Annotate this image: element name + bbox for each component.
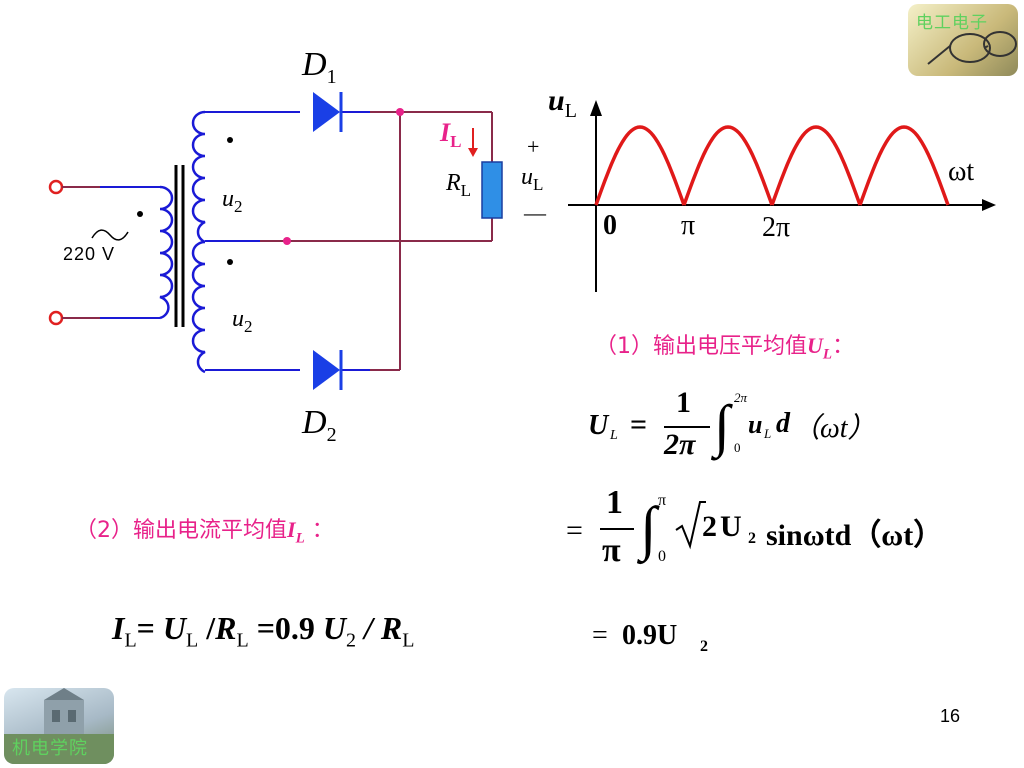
- waveform-half-cycle: [858, 125, 950, 206]
- waveform-half-cycle: [682, 125, 774, 206]
- tick-pi: π: [681, 210, 696, 241]
- school-badge: 机电学院: [4, 688, 114, 764]
- primary-winding: [159, 185, 174, 320]
- load-resistor: [481, 161, 503, 219]
- x-axis-label: ωt: [948, 156, 975, 187]
- polarity-dot: [137, 211, 143, 217]
- ac-source-icon: [91, 229, 129, 241]
- sqrt-sign: [675, 501, 706, 550]
- junction-dot: [396, 108, 404, 116]
- output-minus: —: [524, 200, 546, 225]
- section2-heading: （2）输出电流平均值IL ：: [75, 517, 334, 547]
- badge-title: 电工电子: [916, 13, 988, 33]
- integral-sign: ∫: [640, 495, 657, 561]
- diode-d1: [313, 92, 343, 132]
- formula-integral-expansion: = 1 π ∫ π 0 2 U 2 sinωtd（ωt）: [566, 484, 944, 569]
- waveform-half-cycle: [770, 125, 862, 206]
- secondary-winding-lower: [191, 240, 206, 374]
- load-label: RL: [446, 170, 472, 200]
- waveform-half-cycle: [594, 125, 686, 206]
- junction-dot: [283, 237, 291, 245]
- formula-average-voltage: U L = 1 2π ∫ 2π 0 u L d （ωt）: [588, 386, 876, 461]
- section1-heading: （1）输出电压平均值UL：: [595, 333, 855, 363]
- page-number: 16: [940, 706, 961, 726]
- output-voltage-label: uL: [521, 164, 544, 194]
- y-axis-arrow: [590, 100, 602, 116]
- output-plus: +: [527, 134, 540, 159]
- tick-zero: 0: [603, 210, 617, 241]
- tick-2pi: 2π: [762, 212, 791, 243]
- diode-d2: [313, 350, 343, 390]
- current-label: IL: [440, 118, 462, 152]
- polarity-dot: [227, 137, 233, 143]
- u2-upper-label: u2: [222, 186, 243, 216]
- glasses-icon: [927, 31, 1017, 65]
- integral-sign: ∫: [714, 393, 730, 458]
- building-icon: [4, 688, 114, 764]
- diode-d1-label: D1: [302, 46, 337, 88]
- u2-lower-label: u2: [232, 306, 253, 336]
- course-badge: 电工电子: [908, 4, 1018, 76]
- source-terminals: [48, 179, 160, 326]
- current-arrow: [468, 128, 478, 157]
- x-axis-arrow: [982, 199, 996, 211]
- polarity-dot: [227, 259, 233, 265]
- source-voltage-label: 220 V: [63, 244, 116, 264]
- y-axis-label: uL: [548, 84, 577, 122]
- transformer-core: [174, 165, 185, 327]
- formula-result: = 0.9U 2: [592, 620, 708, 655]
- formula-average-current: IL= UL /RL =0.9 U2 / RL: [112, 610, 415, 652]
- diode-d2-label: D2: [302, 404, 337, 446]
- badge-school: 机电学院: [12, 738, 88, 759]
- secondary-winding-upper: [191, 110, 206, 244]
